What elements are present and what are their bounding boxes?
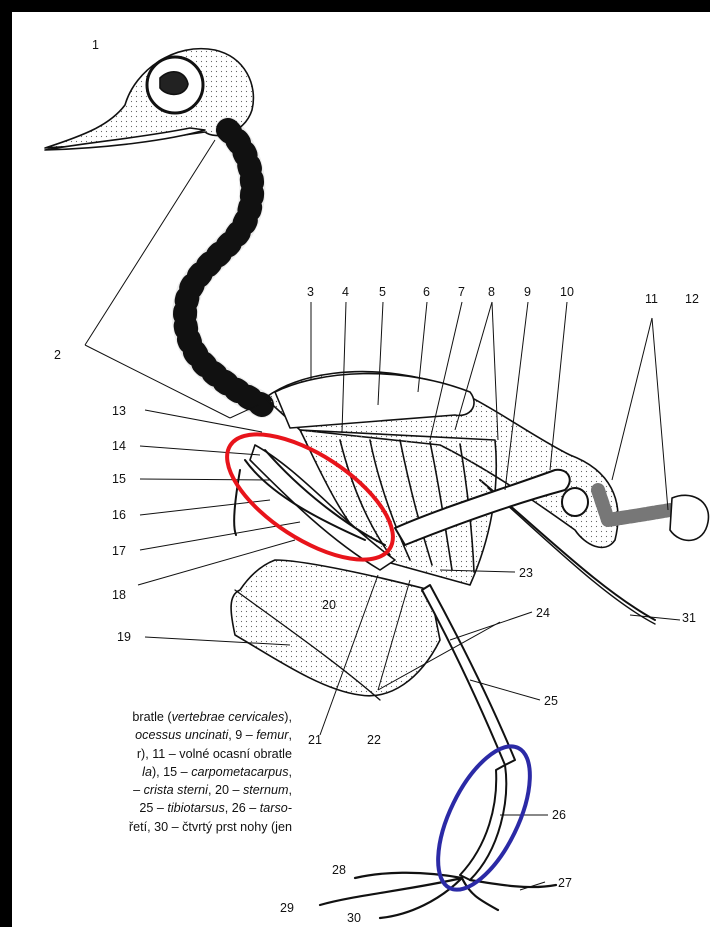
- caption-segment: řetí, 30 – čtvrtý prst nohy (jen: [129, 820, 292, 834]
- label-6: 6: [423, 286, 430, 299]
- label-8: 8: [488, 286, 495, 299]
- figure-caption: bratle (vertebrae cervicales),ocessus un…: [12, 708, 292, 836]
- caption-segment: tarso-: [260, 801, 292, 815]
- caption-segment: la: [142, 765, 152, 779]
- caption-segment: , 9 –: [228, 728, 256, 742]
- caption-segment: sternum: [243, 783, 289, 797]
- label-11: 11: [645, 293, 658, 306]
- caption-line: řetí, 30 – čtvrtý prst nohy (jen: [12, 818, 292, 836]
- label-28: 28: [332, 864, 346, 877]
- caption-line: – crista sterni, 20 – sternum,: [12, 781, 292, 799]
- label-17: 17: [112, 545, 126, 558]
- caption-segment: , 20 –: [208, 783, 243, 797]
- pygostyle: [670, 495, 708, 540]
- label-9: 9: [524, 286, 531, 299]
- label-24: 24: [536, 607, 550, 620]
- blue-ellipse: [419, 733, 549, 903]
- caption-segment: femur: [256, 728, 288, 742]
- caption-segment: ,: [289, 783, 293, 797]
- label-30: 30: [347, 912, 361, 925]
- caption-line: la), 15 – carpometacarpus,: [12, 763, 292, 781]
- sternum: [231, 560, 440, 696]
- caption-segment: crista sterni: [144, 783, 208, 797]
- caption-segment: r), 11 – volné ocasní obratle: [137, 747, 292, 761]
- label-7: 7: [458, 286, 465, 299]
- label-14: 14: [112, 440, 126, 453]
- label-26: 26: [552, 809, 566, 822]
- label-13: 13: [112, 405, 126, 418]
- label-10: 10: [560, 286, 574, 299]
- label-21: 21: [308, 734, 322, 747]
- label-12: 12: [685, 293, 699, 306]
- caption-segment: ,: [289, 765, 293, 779]
- label-25: 25: [544, 695, 558, 708]
- caption-segment: vertebrae cervicales: [172, 710, 285, 724]
- caption-segment: –: [133, 783, 144, 797]
- label-29: 29: [280, 902, 294, 915]
- label-18: 18: [112, 589, 126, 602]
- label-15: 15: [112, 473, 126, 486]
- caption-line: r), 11 – volné ocasní obratle: [12, 745, 292, 763]
- label-22: 22: [367, 734, 381, 747]
- label-16: 16: [112, 509, 126, 522]
- label-19: 19: [117, 631, 131, 644]
- caption-segment: 25 –: [139, 801, 167, 815]
- caption-segment: ,: [289, 728, 293, 742]
- caption-line: bratle (vertebrae cervicales),: [12, 708, 292, 726]
- caption-segment: bratle (: [132, 710, 171, 724]
- label-4: 4: [342, 286, 349, 299]
- caption-segment: ), 15 –: [152, 765, 191, 779]
- label-20: 20: [322, 599, 336, 612]
- tibiotarsus: [422, 585, 515, 765]
- caption-segment: ),: [284, 710, 292, 724]
- label-2: 2: [54, 349, 61, 362]
- caption-segment: carpometacarpus: [191, 765, 288, 779]
- acetabulum: [562, 488, 588, 516]
- label-1: 1: [92, 39, 99, 52]
- label-3: 3: [307, 286, 314, 299]
- label-23: 23: [519, 567, 533, 580]
- caption-segment: tibiotarsus: [167, 801, 224, 815]
- caption-segment: ocessus uncinati: [135, 728, 228, 742]
- caption-line: ocessus uncinati, 9 – femur,: [12, 726, 292, 744]
- caption-segment: , 26 –: [225, 801, 260, 815]
- label-5: 5: [379, 286, 386, 299]
- caption-line: 25 – tibiotarsus, 26 – tarso-: [12, 799, 292, 817]
- label-27: 27: [558, 877, 572, 890]
- diagram-sheet: 1 2 3 4 5 6 7 8 9 10 11 12 13 14 15 16 1…: [12, 12, 710, 927]
- label-31: 31: [682, 612, 696, 625]
